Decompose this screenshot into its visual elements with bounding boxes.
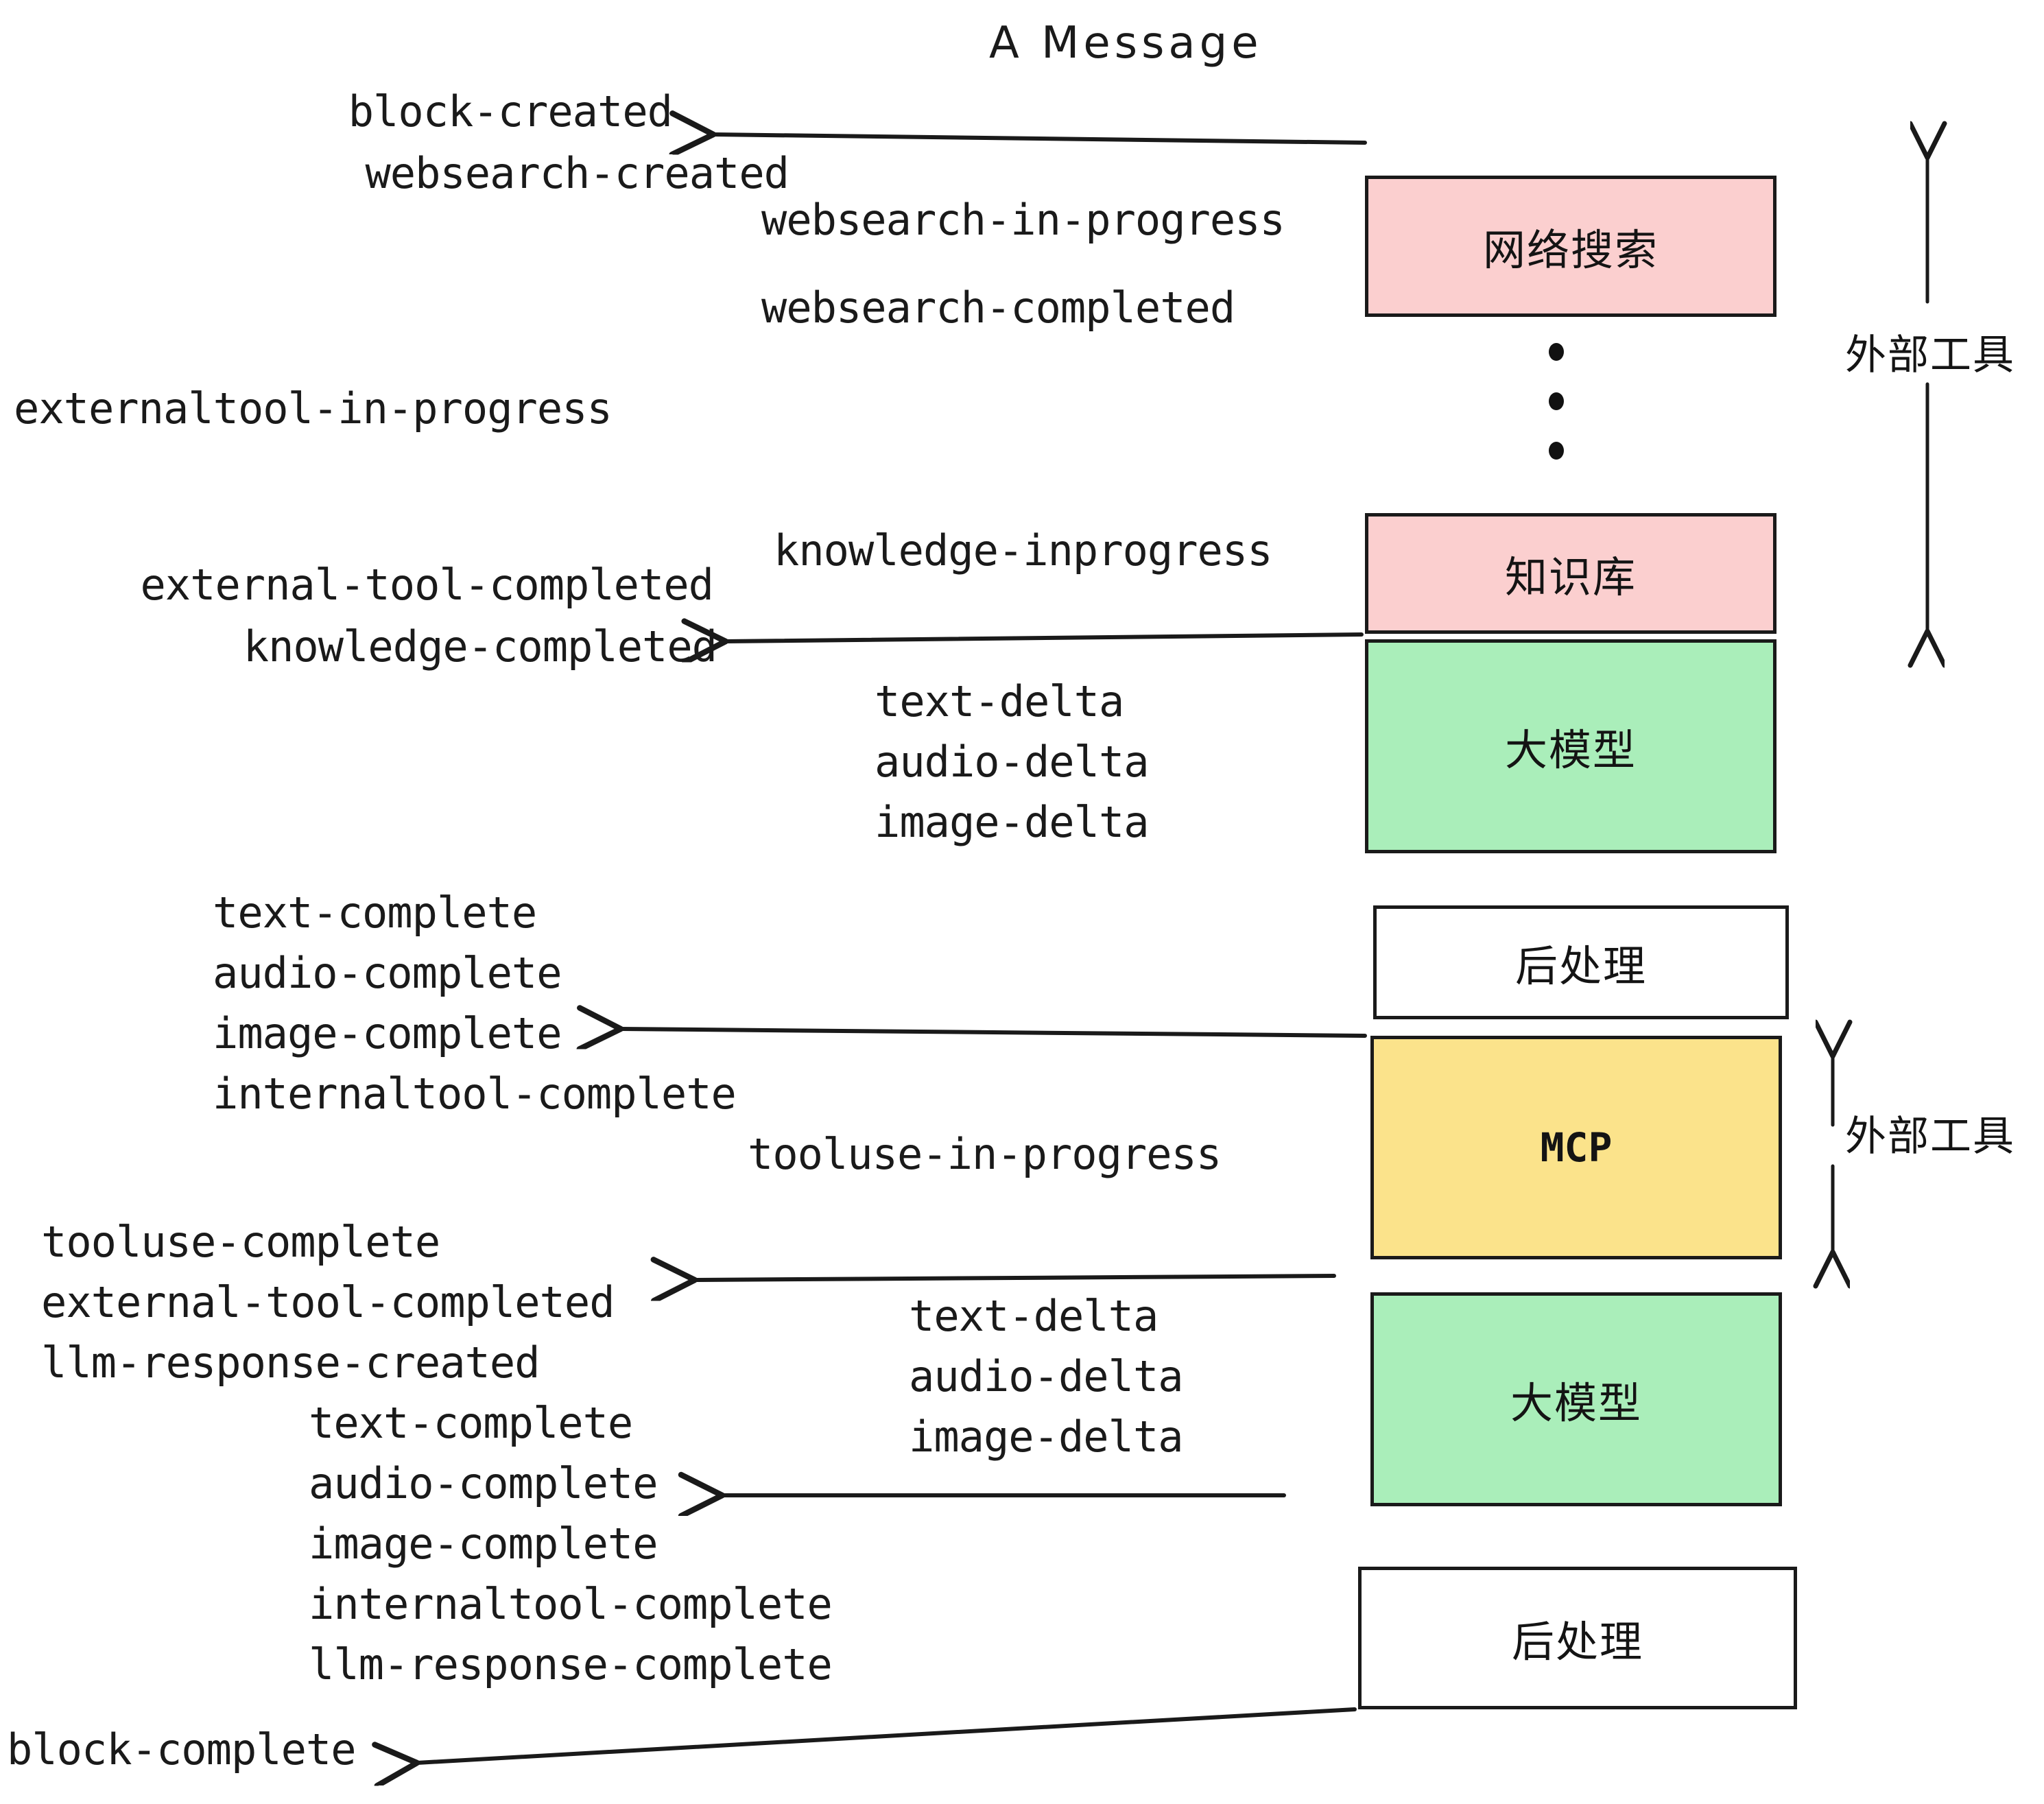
arrow-knowledge-completed [726, 634, 1364, 641]
arrow-block-created [713, 134, 1367, 143]
event-image-delta-2: image-delta [909, 1412, 1184, 1462]
event-block-created: block-created [348, 86, 673, 137]
event-tooluse-in-progress: tooluse-in-progress [748, 1129, 1222, 1179]
event-image-complete-2: image-complete [309, 1519, 658, 1569]
box-postprocess-upper[interactable]: 后处理 [1373, 905, 1789, 1019]
event-llm-response-complete: llm-response-complete [309, 1639, 833, 1689]
event-audio-delta-2: audio-delta [909, 1351, 1184, 1401]
arrow-tooluse-complete [695, 1276, 1336, 1280]
box-llm-lower[interactable]: 大模型 [1370, 1292, 1782, 1506]
event-external-tool-completed-1: external-tool-completed [140, 560, 714, 610]
page-title: A Message [989, 18, 1263, 69]
event-knowledge-completed: knowledge-completed [243, 621, 717, 672]
event-websearch-created: websearch-created [365, 148, 789, 198]
event-tooluse-complete: tooluse-complete [41, 1217, 440, 1267]
event-text-complete-1: text-complete [213, 888, 537, 938]
arrow-image-complete [621, 1029, 1367, 1036]
event-external-tool-completed-2: external-tool-completed [41, 1277, 615, 1327]
box-knowledge-base[interactable]: 知识库 [1365, 513, 1776, 634]
event-audio-delta-1: audio-delta [875, 737, 1150, 787]
event-llm-response-created: llm-response-created [41, 1338, 540, 1388]
event-audio-complete-1: audio-complete [213, 948, 562, 998]
event-image-delta-1: image-delta [875, 797, 1150, 847]
event-knowledge-inprogress: knowledge-inprogress [774, 525, 1273, 575]
event-internaltool-complete-2: internaltool-complete [309, 1579, 833, 1629]
event-block-complete: block-complete [7, 1724, 357, 1775]
vertical-ellipsis-icon [1549, 343, 1564, 460]
event-websearch-completed: websearch-completed [761, 283, 1235, 333]
event-externaltool-in-progress: externaltool-in-progress [14, 383, 613, 434]
arrow-block-complete [417, 1707, 1357, 1763]
event-websearch-in-progress: websearch-in-progress [761, 195, 1285, 245]
event-text-complete-2: text-complete [309, 1398, 633, 1448]
box-mcp[interactable]: MCP [1370, 1036, 1782, 1259]
label-external-tools-lower: 外部工具 [1845, 1113, 2015, 1161]
event-image-complete-1: image-complete [213, 1008, 562, 1058]
label-external-tools-upper: 外部工具 [1845, 331, 2015, 379]
event-text-delta-2: text-delta [909, 1291, 1158, 1341]
box-web-search[interactable]: 网络搜索 [1365, 176, 1776, 317]
event-audio-complete-2: audio-complete [309, 1458, 658, 1508]
event-internaltool-complete-1: internaltool-complete [213, 1069, 737, 1119]
box-llm-upper[interactable]: 大模型 [1365, 639, 1776, 853]
box-postprocess-lower[interactable]: 后处理 [1358, 1567, 1797, 1709]
event-text-delta-1: text-delta [875, 676, 1124, 726]
